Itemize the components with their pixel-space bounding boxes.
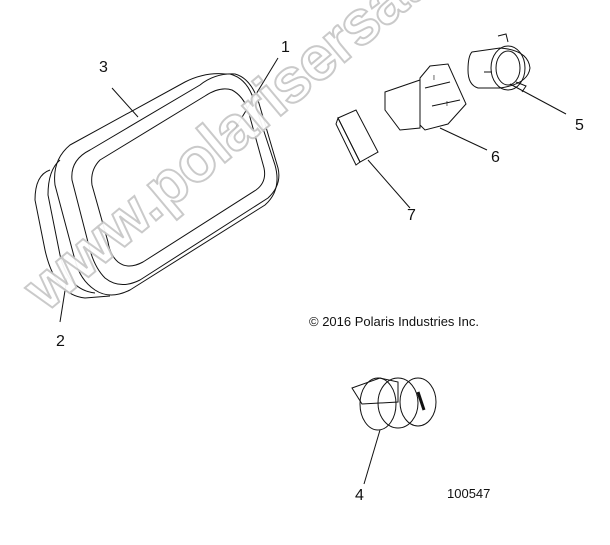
leader-line-5 — [509, 83, 567, 115]
callout-4: 4 — [355, 487, 364, 504]
seal-shape — [54, 73, 278, 296]
leader-line-6 — [439, 127, 488, 151]
leader-line-3 — [111, 87, 139, 118]
leader-line-4 — [363, 429, 381, 485]
diagram-part-number: 100547 — [447, 486, 491, 501]
leader-line-7 — [367, 159, 411, 209]
callout-6: 6 — [491, 149, 500, 166]
callout-5: 5 — [575, 117, 584, 134]
callout-1: 1 — [281, 39, 290, 56]
housing-shape — [34, 159, 111, 299]
power-outlet-shape — [467, 33, 531, 93]
rocker-switch-shape: I I — [384, 63, 467, 131]
leader-line-1 — [229, 57, 279, 138]
leader-line-2 — [59, 277, 68, 323]
ignition-switch-shape — [351, 377, 437, 431]
svg-text:I: I — [433, 75, 435, 82]
callout-3: 3 — [99, 59, 108, 76]
svg-text:I: I — [446, 101, 448, 108]
callout-2: 2 — [56, 333, 65, 350]
callout-7: 7 — [407, 207, 416, 224]
copyright-notice: © 2016 Polaris Industries Inc. — [309, 314, 479, 329]
switch-blank-shape — [335, 109, 379, 166]
lens-frame-shape — [71, 73, 280, 285]
